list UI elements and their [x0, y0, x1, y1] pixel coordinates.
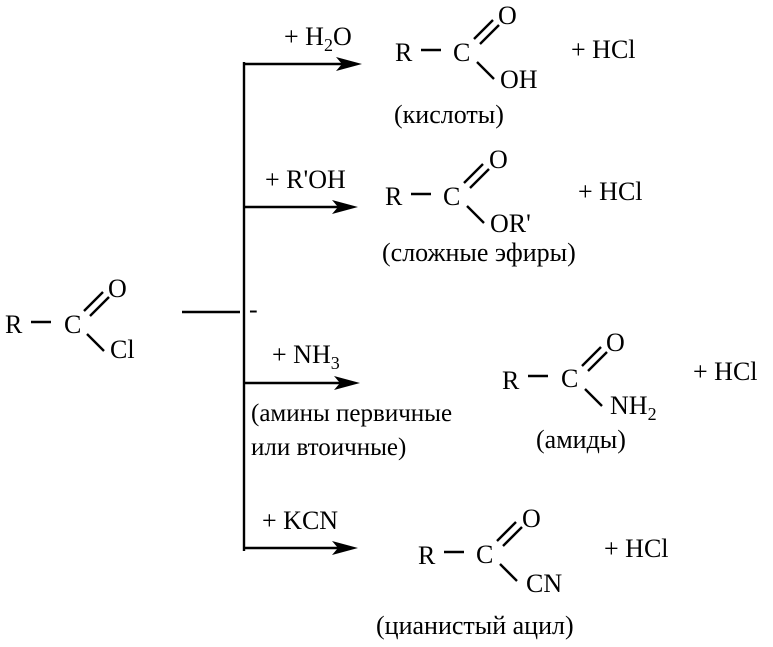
- product-c-group-bond: [476, 61, 495, 80]
- product-c: C: [476, 540, 493, 569]
- product-c-group-bond: [584, 388, 603, 407]
- product-c: C: [561, 364, 578, 393]
- product-r: R: [502, 366, 520, 395]
- arrow-head: [334, 376, 360, 390]
- reagent-note-line2: или втоичные): [251, 434, 406, 461]
- product-caption: (цианистый ацил): [376, 611, 574, 640]
- reactant-acyl-chloride: R C O Cl: [5, 274, 135, 364]
- reagent-label: + R'OH: [265, 165, 346, 194]
- product-c: C: [443, 182, 460, 211]
- dash-mark: -: [249, 295, 258, 324]
- product-o: O: [606, 328, 625, 357]
- product-double-bond-b: [469, 168, 490, 189]
- product-o: O: [489, 145, 508, 174]
- product-group: CN: [526, 569, 562, 598]
- product-group: NH2: [610, 391, 657, 424]
- reaction-hydrolysis: + H2O R C O OH + HCl (кислоты): [244, 1, 636, 129]
- product-double-bond-a: [463, 163, 484, 184]
- product-double-bond-a: [581, 346, 602, 367]
- product-caption: (кислоты): [394, 100, 504, 129]
- reagent-label: + NH3: [272, 340, 340, 373]
- arrow-head: [332, 200, 358, 214]
- product-double-bond-b: [502, 526, 523, 547]
- product-double-bond-a: [496, 521, 517, 542]
- byproduct: + HCl: [604, 534, 669, 563]
- product-c: C: [453, 38, 470, 67]
- reactant-r: R: [5, 310, 23, 339]
- product-caption: (сложные эфиры): [382, 238, 576, 267]
- reaction-cyanation: + KCN R C O CN + HCl (цианистый ацил): [244, 504, 669, 640]
- reactant-double-bond-a: [83, 291, 104, 312]
- product-o: O: [498, 1, 517, 30]
- reagent-label: + KCN: [262, 506, 338, 535]
- product-o: O: [522, 504, 541, 533]
- product-caption: (амиды): [536, 425, 626, 454]
- reactant-cl: Cl: [110, 335, 135, 364]
- reactant-o: O: [108, 274, 127, 303]
- reagent-note-line1: (амины первичные: [251, 400, 452, 427]
- reagent-label: + H2O: [284, 22, 352, 55]
- reaction-amidation: + NH3 (амины первичные или втоичные) R C…: [244, 328, 758, 461]
- product-double-bond-b: [479, 24, 500, 45]
- reactant-c: C: [64, 310, 81, 339]
- product-c-group-bond: [499, 563, 518, 582]
- byproduct: + HCl: [693, 357, 758, 386]
- arrow-head: [336, 57, 362, 71]
- byproduct: + HCl: [571, 35, 636, 64]
- reactant-c-cl-bond: [86, 333, 105, 352]
- reactant-double-bond-b: [89, 296, 110, 317]
- product-r: R: [385, 182, 403, 211]
- product-group: OR': [490, 209, 531, 238]
- reaction-esterification: + R'OH R C O OR' + HCl (сложные эфиры): [244, 145, 643, 267]
- byproduct: + HCl: [578, 177, 643, 206]
- arrow-head: [332, 541, 358, 555]
- product-r: R: [395, 38, 413, 67]
- product-double-bond-b: [587, 351, 608, 372]
- product-c-group-bond: [466, 205, 485, 224]
- product-group: OH: [500, 65, 538, 94]
- product-r: R: [418, 541, 436, 570]
- product-double-bond-a: [473, 19, 494, 40]
